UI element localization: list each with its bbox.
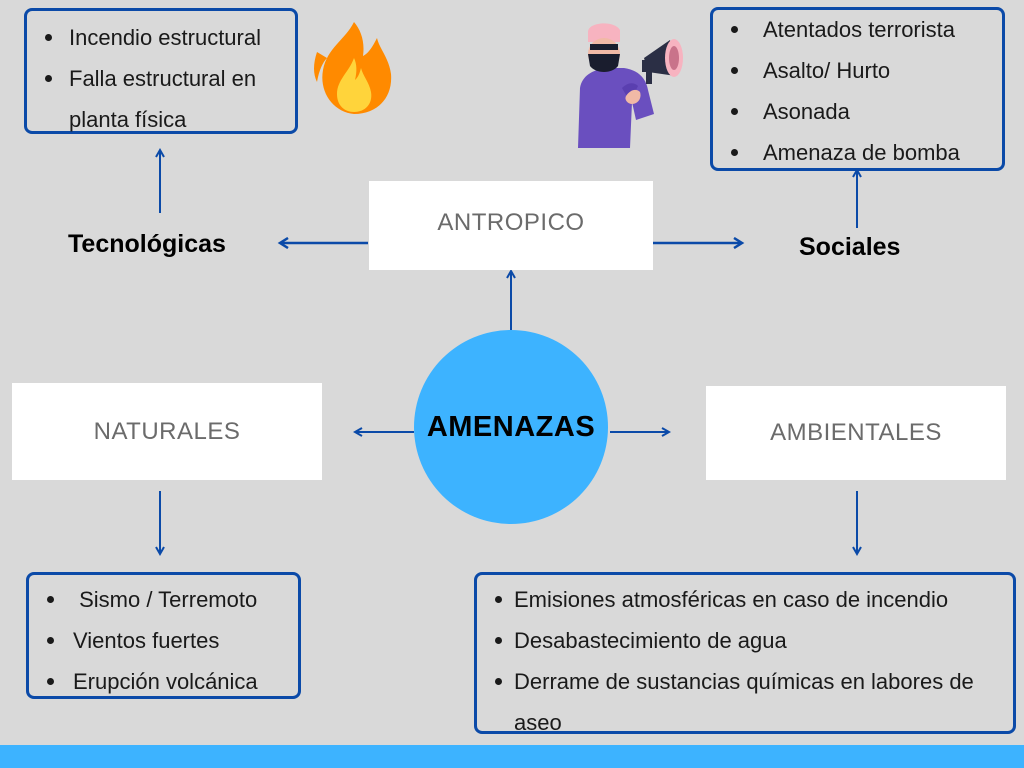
ambientales-box: AMBIENTALES (706, 386, 1006, 480)
list-item: Vientos fuertes (29, 620, 298, 661)
tecnologicas-label: Tecnológicas (68, 230, 226, 258)
list-item: Erupción volcánica (29, 661, 298, 702)
list-item: Falla estructural en (27, 58, 295, 99)
list-item: Asalto/ Hurto (713, 50, 1002, 91)
list-item: Desabastecimiento de agua (477, 620, 1013, 661)
antropico-label: ANTROPICO (437, 208, 585, 236)
list-item: Amenaza de bomba (713, 132, 1002, 173)
sociales-label: Sociales (799, 233, 901, 261)
sociales-list-box: Atentados terrorista Asalto/ Hurto Asona… (710, 7, 1005, 171)
list-item-continuation: aseo (514, 710, 562, 735)
ambientales-list-box: Emisiones atmosféricas en caso de incend… (474, 572, 1016, 735)
list-item: Sismo / Terremoto (29, 579, 298, 620)
list-item: Asonada (713, 91, 1002, 132)
fire-icon (314, 22, 392, 114)
list-item: Emisiones atmosféricas en caso de incend… (477, 579, 1013, 620)
naturales-list-box: Sismo / Terremoto Vientos fuertes Erupci… (26, 572, 301, 699)
amenazas-label: AMENAZAS (426, 410, 596, 443)
naturales-box: NATURALES (12, 383, 322, 480)
ambientales-label: AMBIENTALES (770, 419, 942, 446)
list-item: Derrame de sustancias químicas en labore… (477, 661, 1013, 702)
list-item: Atentados terrorista (713, 9, 1002, 50)
tecnologicas-list-box: Incendio estructural Falla estructural e… (24, 8, 298, 134)
amenazas-circle: AMENAZAS (414, 330, 608, 524)
antropico-box: ANTROPICO (369, 181, 653, 270)
protester-megaphone-icon (578, 23, 683, 148)
list-item-continuation: planta física (69, 107, 187, 132)
footer-bar (0, 745, 1024, 768)
naturales-label: NATURALES (93, 417, 241, 445)
list-item: Incendio estructural (27, 17, 295, 58)
